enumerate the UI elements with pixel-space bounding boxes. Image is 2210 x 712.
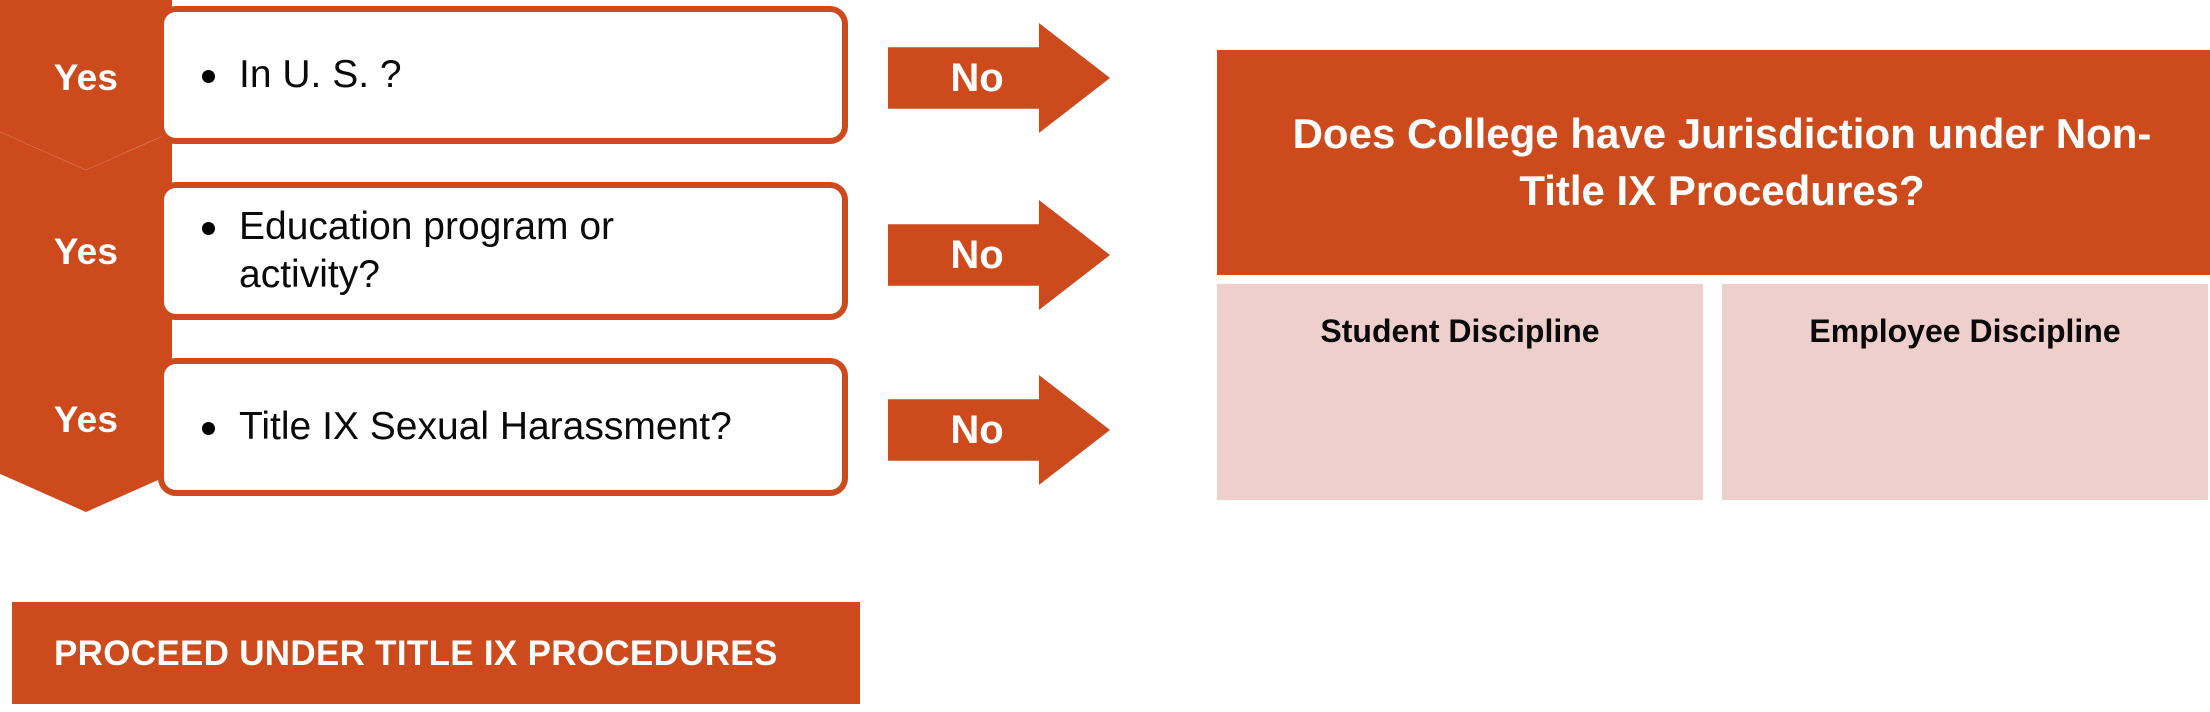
no-arrow-1-icon[interactable]: No <box>888 23 1110 133</box>
jurisdiction-header-label: Does College have Jurisdiction under Non… <box>1292 109 2152 214</box>
bullet-icon <box>202 421 215 435</box>
proceed-banner[interactable]: PROCEED UNDER TITLE IX PROCEDURES <box>12 602 860 704</box>
question-box-in-us[interactable]: In U. S. ? <box>158 6 848 144</box>
jurisdiction-panel: Does College have Jurisdiction under Non… <box>1217 50 2210 510</box>
no-arrow-3-label: No <box>950 408 1004 452</box>
question-bullet-row: Title IX Sexual Harassment? <box>164 403 752 451</box>
yes-chevron-2-label: Yes <box>53 230 119 272</box>
question-box-title-ix-harassment[interactable]: Title IX Sexual Harassment? <box>158 358 848 496</box>
no-arrow-2-label: No <box>950 233 1004 277</box>
bullet-icon <box>202 221 215 235</box>
yes-chevron-1-label: Yes <box>53 56 119 98</box>
outcome-box-employee-discipline[interactable]: Employee Discipline <box>1722 284 2208 500</box>
question-box-education-program-label: Education program or activity? <box>239 204 615 296</box>
no-arrow-2-icon[interactable]: No <box>888 200 1110 310</box>
outcome-box-student-discipline[interactable]: Student Discipline <box>1217 284 1703 500</box>
yes-chevron-3-label: Yes <box>53 398 119 440</box>
outcome-box-student-discipline-label: Student Discipline <box>1320 313 1600 349</box>
yes-chevron-2[interactable]: Yes <box>0 132 172 344</box>
yes-chevron-1[interactable]: Yes <box>0 0 172 170</box>
question-bullet-row: In U. S. ? <box>164 51 422 99</box>
question-bullet-row: Education program or activity? <box>164 203 779 300</box>
question-box-title-ix-harassment-label: Title IX Sexual Harassment? <box>239 404 732 448</box>
question-box-in-us-label: In U. S. ? <box>239 52 402 96</box>
no-arrow-1-label: No <box>950 56 1004 100</box>
no-arrow-3-icon[interactable]: No <box>888 375 1110 485</box>
outcome-box-employee-discipline-label: Employee Discipline <box>1809 313 2121 349</box>
bullet-icon <box>202 69 215 83</box>
question-box-education-program[interactable]: Education program or activity? <box>158 182 848 320</box>
proceed-banner-label: PROCEED UNDER TITLE IX PROCEDURES <box>54 633 778 673</box>
yes-path-chevron-stack: Yes Yes Yes <box>0 0 172 575</box>
jurisdiction-header[interactable]: Does College have Jurisdiction under Non… <box>1217 50 2210 275</box>
